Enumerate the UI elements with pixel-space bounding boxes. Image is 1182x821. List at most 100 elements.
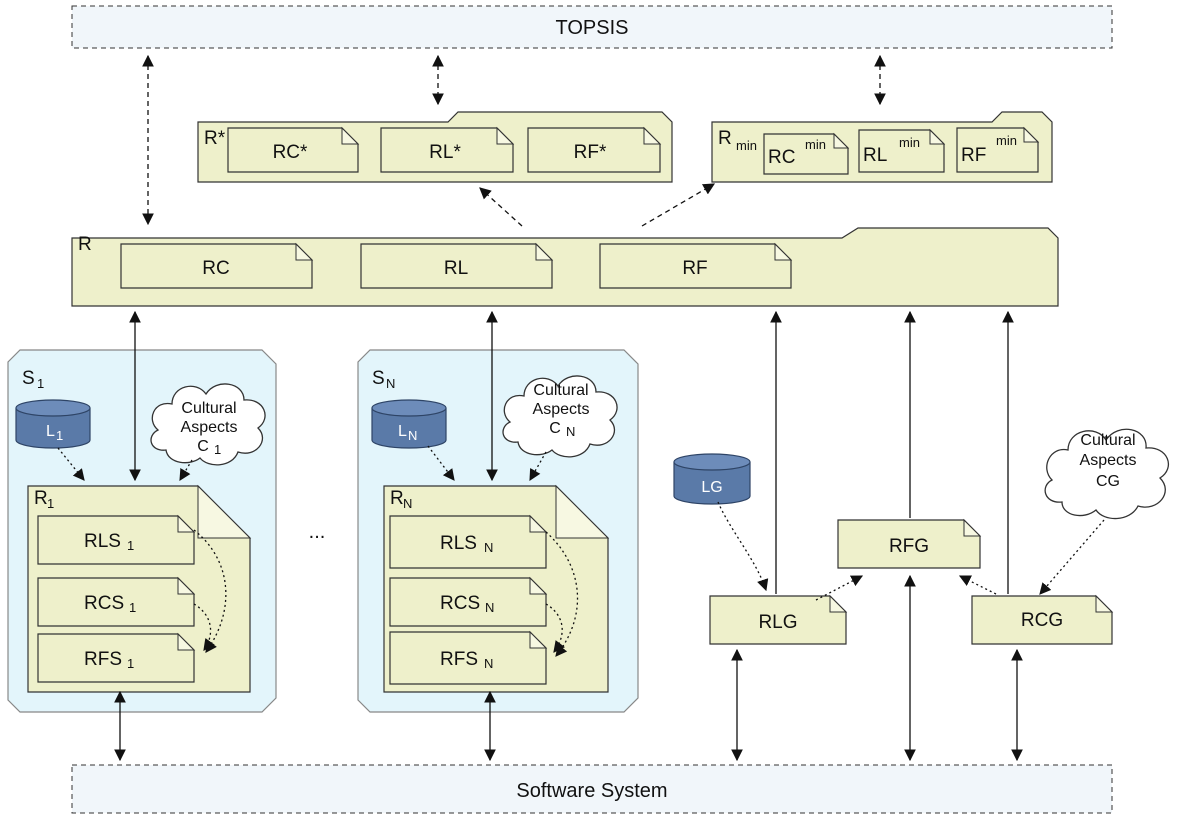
rcsn-rfsn-link bbox=[545, 603, 565, 653]
r1-document: R 1 RLS 1 RCS 1 RFS 1 bbox=[27, 484, 252, 693]
sn-title-sub: N bbox=[386, 376, 395, 391]
r-star-block: R* RC* RL* RF* bbox=[197, 111, 673, 183]
topsis-label: TOPSIS bbox=[556, 17, 629, 39]
cultural-aspects-c1-cloud: Cultural Aspects C 1 bbox=[150, 383, 266, 466]
rfsn-sub: N bbox=[484, 656, 493, 671]
r-min-block: R min RC min RL min RF min bbox=[711, 111, 1053, 183]
lg-label: LG bbox=[701, 479, 722, 496]
c1-line-1: Cultural bbox=[181, 400, 236, 417]
rlsn-doc: RLS N bbox=[389, 514, 548, 569]
rf-min-sup: min bbox=[996, 133, 1017, 148]
software-system-label: Software System bbox=[516, 780, 667, 802]
rc-doc: RC bbox=[120, 242, 314, 289]
c1-line-3: C bbox=[197, 438, 209, 455]
r-block: R RC RL RF bbox=[71, 227, 1059, 307]
rcs1-rfs1-link bbox=[193, 603, 215, 651]
rc-min-label: RC bbox=[768, 147, 795, 168]
l1-database-icon: L 1 bbox=[15, 399, 91, 449]
lg-rlg-link bbox=[717, 501, 769, 592]
rls1-sub: 1 bbox=[127, 538, 134, 553]
rcg-doc: RCG bbox=[971, 594, 1114, 645]
ln-sub: N bbox=[408, 428, 417, 443]
cn-line-3-sub: N bbox=[566, 424, 575, 439]
ln-label: L bbox=[398, 423, 407, 440]
sn-title: S bbox=[372, 368, 385, 389]
lg-database-icon: LG bbox=[673, 453, 751, 505]
rcg-rfg-link bbox=[958, 575, 997, 595]
solid-connectors bbox=[114, 310, 1023, 762]
rl-min-sup: min bbox=[899, 135, 920, 150]
software-system-band: Software System bbox=[71, 764, 1113, 814]
rlg-label: RLG bbox=[758, 612, 797, 633]
s1-title: S bbox=[22, 368, 35, 389]
rfs1-sub: 1 bbox=[127, 656, 134, 671]
rlsn-label: RLS bbox=[440, 533, 477, 554]
rl-doc: RL bbox=[360, 242, 554, 289]
l1-r1-link bbox=[57, 447, 85, 481]
rlg-rfg-link bbox=[815, 575, 864, 601]
cg-line-2: Aspects bbox=[1080, 452, 1137, 469]
rn-title-sub: N bbox=[403, 496, 412, 511]
l1-label: L bbox=[46, 423, 55, 440]
rf-star-doc: RF* bbox=[527, 126, 662, 173]
r1-title-sub: 1 bbox=[47, 496, 54, 511]
rcs1-label: RCS bbox=[84, 593, 124, 614]
rls1-label: RLS bbox=[84, 531, 121, 552]
rf-min-label: RF bbox=[961, 145, 986, 166]
rc-label: RC bbox=[202, 258, 229, 279]
sn-panel: S N L N Cultural Aspects C N R N RLS N bbox=[357, 349, 639, 713]
rcsn-label: RCS bbox=[440, 593, 480, 614]
dotted-connectors bbox=[57, 445, 1105, 657]
rc-star-doc: RC* bbox=[227, 126, 360, 173]
r-title: R bbox=[78, 234, 92, 255]
topsis-connectors bbox=[142, 54, 886, 227]
rlg-doc: RLG bbox=[709, 594, 848, 645]
rfg-label: RFG bbox=[889, 536, 929, 557]
rcsn-doc: RCS N bbox=[389, 576, 548, 627]
cn-rn-link bbox=[529, 451, 547, 482]
cn-line-3: C bbox=[549, 420, 561, 437]
r-min-title: R bbox=[718, 128, 732, 149]
r-min-title-sub: min bbox=[736, 138, 757, 153]
rlsn-rfsn-link bbox=[545, 531, 579, 657]
rfg-doc: RFG bbox=[837, 518, 982, 569]
rl-star-doc: RL* bbox=[380, 126, 515, 173]
cultural-aspects-cn-cloud: Cultural Aspects C N bbox=[502, 375, 618, 458]
r-to-rstar-link bbox=[479, 187, 523, 227]
r1-title: R bbox=[34, 488, 48, 509]
rfsn-label: RFS bbox=[440, 649, 478, 670]
rn-document: R N RLS N RCS N RFS N bbox=[383, 484, 610, 693]
rcs1-doc: RCS 1 bbox=[37, 576, 196, 627]
rlsn-sub: N bbox=[484, 540, 493, 555]
rfs1-label: RFS bbox=[84, 649, 122, 670]
rn-title: R bbox=[390, 488, 404, 509]
rcg-label: RCG bbox=[1021, 610, 1063, 631]
r-star-title: R* bbox=[204, 128, 226, 149]
s1-panel: S 1 L 1 Cultural Aspects C 1 R 1 RLS 1 bbox=[7, 349, 277, 713]
rls1-rfs1-link bbox=[193, 529, 227, 653]
rc-star-label: RC* bbox=[273, 142, 308, 163]
c1-line-2: Aspects bbox=[181, 419, 238, 436]
s1-title-sub: 1 bbox=[37, 376, 44, 391]
rl-label: RL bbox=[444, 258, 468, 279]
cg-line-1: Cultural bbox=[1080, 432, 1135, 449]
rf-min-doc: RF min bbox=[956, 126, 1040, 173]
rc-min-sup: min bbox=[805, 137, 826, 152]
rcs1-sub: 1 bbox=[129, 600, 136, 615]
cn-line-1: Cultural bbox=[533, 382, 588, 399]
cg-line-3: CG bbox=[1096, 473, 1120, 490]
rl-min-label: RL bbox=[863, 145, 887, 166]
rl-star-label: RL* bbox=[429, 142, 461, 163]
c1-r1-link bbox=[179, 459, 193, 482]
rf-label: RF bbox=[682, 258, 707, 279]
rfsn-doc: RFS N bbox=[389, 630, 548, 685]
rl-min-doc: RL min bbox=[858, 128, 946, 173]
rls1-doc: RLS 1 bbox=[37, 514, 196, 565]
ln-rn-link bbox=[427, 445, 455, 481]
rc-min-doc: RC min bbox=[763, 132, 850, 175]
cn-line-2: Aspects bbox=[533, 401, 590, 418]
l1-sub: 1 bbox=[56, 428, 63, 443]
cultural-aspects-cg-cloud: Cultural Aspects CG bbox=[1044, 428, 1170, 520]
topsis-band: TOPSIS bbox=[71, 5, 1113, 49]
